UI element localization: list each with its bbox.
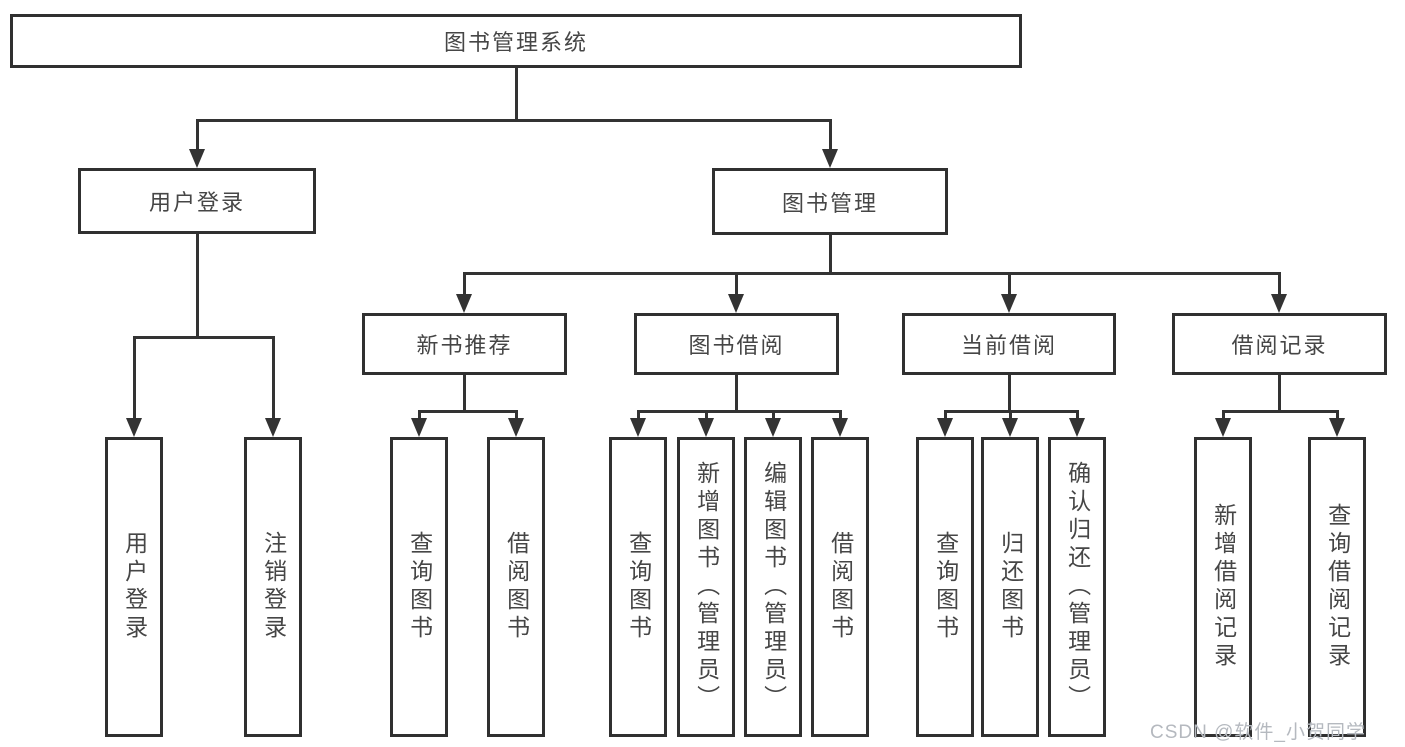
node-book-mgmt-branch-label: 图书管理 (781, 190, 878, 216)
node-leaf-bb-add-book-label: 新增图书（管理员） (693, 461, 720, 713)
connector-arrow-shaft (514, 410, 518, 421)
arrow-down-icon (456, 294, 472, 313)
connector-arrow-shaft (195, 120, 199, 152)
connector-arrow-shaft (636, 410, 640, 421)
connector-arrow-shaft (734, 272, 738, 297)
arrow-down-icon (126, 418, 142, 437)
connector-line (735, 375, 738, 410)
csdn-watermark: CSDN @软件_小贺同学 (1150, 722, 1366, 743)
node-leaf-cb-query-book-label: 查询图书 (932, 531, 959, 643)
connector-line (1221, 410, 1339, 413)
connector-line (1007, 375, 1011, 410)
node-leaf-bb-add-book: 新增图书（管理员） (677, 437, 735, 737)
arrow-down-icon (1002, 418, 1018, 437)
arrow-down-icon (508, 418, 524, 437)
connector-arrow-shaft (417, 410, 421, 421)
node-leaf-cb-return-book-label: 归还图书 (997, 531, 1024, 643)
node-leaf-user-login-label: 用户登录 (121, 531, 148, 643)
connector-line (195, 119, 832, 122)
node-leaf-bb-borrow-book: 借阅图书 (811, 437, 869, 737)
node-book-borrow-label: 图书借阅 (688, 333, 785, 358)
connector-arrow-shaft (271, 336, 275, 421)
node-leaf-logout-label: 注销登录 (260, 531, 287, 643)
node-leaf-cb-confirm-return-label: 确认归还（管理员） (1064, 461, 1091, 713)
arrow-down-icon (1001, 294, 1017, 313)
arrow-down-icon (765, 418, 781, 437)
connector-line (195, 234, 199, 336)
node-leaf-bb-borrow-book-label: 借阅图书 (827, 531, 854, 643)
connector-line (132, 336, 275, 339)
node-leaf-nbr-borrow-book: 借阅图书 (487, 437, 545, 737)
node-user-login-branch: 用户登录 (78, 168, 316, 234)
arrow-down-icon (937, 418, 953, 437)
node-leaf-nbr-query-book: 查询图书 (390, 437, 448, 737)
arrow-down-icon (189, 149, 205, 168)
node-borrow-record-label: 借阅记录 (1231, 333, 1328, 358)
connector-arrow-shaft (943, 410, 947, 421)
arrow-down-icon (1271, 294, 1287, 313)
connector-arrow-shaft (828, 120, 832, 152)
node-current-borrow: 当前借阅 (902, 313, 1116, 375)
node-leaf-cb-return-book: 归还图书 (981, 437, 1039, 737)
arrow-down-icon (698, 418, 714, 437)
arrow-down-icon (832, 418, 848, 437)
connector-arrow-shaft (1075, 410, 1079, 421)
node-current-borrow-label: 当前借阅 (960, 333, 1057, 358)
node-leaf-nbr-borrow-book-label: 借阅图书 (503, 531, 530, 643)
connector-arrow-shaft (838, 410, 842, 421)
connector-arrow-shaft (771, 410, 775, 421)
connector-line (463, 375, 466, 410)
node-leaf-bb-edit-book-label: 编辑图书（管理员） (760, 461, 787, 713)
node-leaf-logout: 注销登录 (244, 437, 302, 737)
connector-line (828, 235, 832, 272)
node-leaf-br-query-record: 查询借阅记录 (1308, 437, 1366, 737)
node-new-book-rec-label: 新书推荐 (416, 333, 513, 358)
node-leaf-br-add-record-label: 新增借阅记录 (1210, 503, 1237, 671)
arrow-down-icon (411, 418, 427, 437)
node-user-login-branch-label: 用户登录 (148, 190, 245, 215)
node-leaf-bb-edit-book: 编辑图书（管理员） (744, 437, 802, 737)
node-leaf-user-login: 用户登录 (105, 437, 163, 737)
arrow-down-icon (1215, 418, 1231, 437)
connector-line (514, 68, 518, 120)
connector-line (462, 272, 1281, 275)
connector-arrow-shaft (1221, 410, 1225, 421)
node-leaf-cb-query-book: 查询图书 (916, 437, 974, 737)
connector-arrow-shaft (704, 410, 708, 421)
node-book-borrow: 图书借阅 (634, 313, 839, 375)
connector-arrow-shaft (1335, 410, 1339, 421)
connector-arrow-shaft (132, 336, 136, 421)
arrow-down-icon (630, 418, 646, 437)
node-leaf-nbr-query-book-label: 查询图书 (406, 531, 433, 643)
node-leaf-br-add-record: 新增借阅记录 (1194, 437, 1252, 737)
node-book-mgmt-branch: 图书管理 (712, 168, 948, 235)
node-leaf-bb-query-book: 查询图书 (609, 437, 667, 737)
connector-arrow-shaft (1277, 272, 1281, 297)
node-borrow-record: 借阅记录 (1172, 313, 1387, 375)
arrow-down-icon (822, 149, 838, 168)
connector-arrow-shaft (1007, 272, 1011, 297)
connector-line (636, 410, 842, 413)
arrow-down-icon (728, 294, 744, 313)
connector-arrow-shaft (462, 272, 466, 297)
arrow-down-icon (265, 418, 281, 437)
node-root-label: 图书管理系统 (443, 30, 588, 55)
node-leaf-br-query-record-label: 查询借阅记录 (1324, 503, 1351, 671)
node-leaf-bb-query-book-label: 查询图书 (625, 531, 652, 643)
connector-line (1277, 375, 1281, 410)
arrow-down-icon (1069, 418, 1085, 437)
node-root: 图书管理系统 (10, 14, 1022, 68)
connector-line (418, 410, 518, 413)
node-new-book-rec: 新书推荐 (362, 313, 567, 375)
node-leaf-cb-confirm-return: 确认归还（管理员） (1048, 437, 1106, 737)
arrow-down-icon (1329, 418, 1345, 437)
connector-arrow-shaft (1008, 410, 1012, 421)
